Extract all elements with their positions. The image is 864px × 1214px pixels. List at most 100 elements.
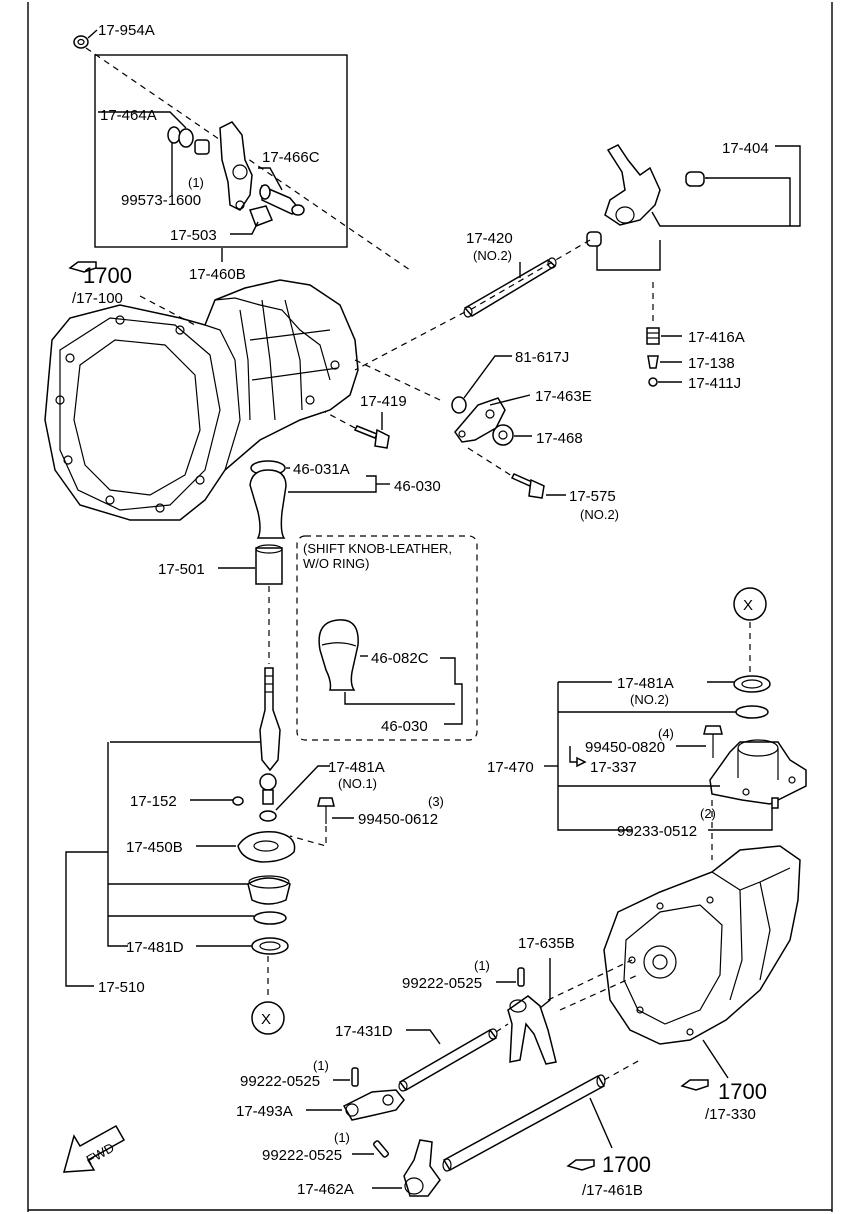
label-17-411J: 17-411J bbox=[688, 375, 741, 392]
leader-46-030-b2 bbox=[344, 692, 455, 705]
part-17-501[interactable] bbox=[255, 544, 283, 585]
part-17-481A-no2[interactable] bbox=[733, 675, 771, 693]
label-99222-c-qty: (1) bbox=[334, 1130, 350, 1145]
leader-46-030-a bbox=[288, 475, 377, 493]
part-17-635B[interactable] bbox=[507, 995, 557, 1065]
part-transmission-case-17-100[interactable] bbox=[44, 279, 359, 521]
label-99222-b: 99222-0525 bbox=[240, 1073, 320, 1090]
leader-17-463E bbox=[489, 394, 531, 406]
label-17-416A: 17-416A bbox=[688, 329, 745, 346]
part-extension-housing-17-330[interactable] bbox=[603, 845, 801, 1045]
label-17-460B: 17-460B bbox=[189, 266, 246, 283]
arrow-17-337-icon bbox=[576, 756, 587, 768]
label-17-481A-mid-no: (NO.1) bbox=[338, 776, 377, 791]
part-17-481D[interactable] bbox=[251, 937, 289, 955]
part-17-419[interactable] bbox=[353, 425, 390, 449]
ref-17-461B: /17-461B bbox=[582, 1182, 643, 1199]
label-17-501: 17-501 bbox=[158, 561, 205, 578]
part-99450-0820[interactable] bbox=[703, 725, 723, 758]
part-17-466C[interactable] bbox=[259, 184, 305, 216]
label-17-464A: 17-464A bbox=[100, 107, 157, 124]
part-17-450B[interactable] bbox=[237, 831, 296, 863]
label-17-420: 17-420 bbox=[466, 230, 513, 247]
ref-17-330: /17-330 bbox=[705, 1106, 756, 1123]
label-99450-0612-qty: (3) bbox=[428, 794, 444, 809]
label-17-954A: 17-954A bbox=[98, 22, 155, 39]
leader-17-431D bbox=[406, 1029, 441, 1045]
label-17-138: 17-138 bbox=[688, 355, 735, 372]
leader-46-030-b bbox=[440, 657, 463, 725]
part-17-954A[interactable] bbox=[73, 35, 89, 49]
part-17-461B[interactable] bbox=[442, 1074, 606, 1172]
label-17-463E: 17-463E bbox=[535, 388, 592, 405]
part-46-082C[interactable] bbox=[318, 619, 359, 691]
label-17-468: 17-468 bbox=[536, 430, 583, 447]
dash-17-954A-to-case bbox=[85, 47, 411, 271]
part-17-416A[interactable] bbox=[646, 327, 660, 345]
part-o-ring-top[interactable] bbox=[735, 705, 769, 719]
part-17-503[interactable] bbox=[249, 205, 273, 227]
label-99450-0820-qty: (4) bbox=[658, 726, 674, 741]
label-17-420-no: (NO.2) bbox=[473, 248, 512, 263]
part-17-463E[interactable] bbox=[454, 397, 506, 443]
label-99450-0612: 99450-0612 bbox=[358, 811, 438, 828]
label-17-575: 17-575 bbox=[569, 488, 616, 505]
label-46-031A: 46-031A bbox=[293, 461, 350, 478]
part-17-152[interactable] bbox=[232, 796, 244, 806]
part-17-575[interactable] bbox=[510, 473, 545, 499]
ref-1700-b: 1700 bbox=[718, 1079, 767, 1104]
dash-17-419 bbox=[324, 411, 356, 429]
part-17-464A[interactable] bbox=[167, 126, 210, 155]
part-17-470-housing[interactable] bbox=[709, 739, 807, 809]
leader-17-503 bbox=[230, 221, 259, 235]
label-99450-0820: 99450-0820 bbox=[585, 739, 665, 756]
part-17-468[interactable] bbox=[492, 424, 514, 446]
label-17-503: 17-503 bbox=[170, 227, 217, 244]
assembly-box-17-460B bbox=[94, 54, 348, 248]
leader-17-481A-mid bbox=[275, 765, 330, 811]
label-17-152: 17-152 bbox=[130, 793, 177, 810]
part-17-411J[interactable] bbox=[648, 377, 658, 387]
part-99222-0525-b[interactable] bbox=[351, 1067, 359, 1087]
label-81-617J: 81-617J bbox=[515, 349, 569, 366]
part-shift-arm[interactable] bbox=[219, 121, 253, 211]
part-ring[interactable] bbox=[253, 911, 287, 925]
label-99222-b-qty: (1) bbox=[313, 1058, 329, 1073]
part-17-493A[interactable] bbox=[342, 1089, 405, 1121]
part-46-030[interactable] bbox=[249, 469, 287, 539]
label-99222-c: 99222-0525 bbox=[262, 1147, 342, 1164]
ref-arrow-icon-b bbox=[680, 1079, 709, 1091]
label-17-419: 17-419 bbox=[360, 393, 407, 410]
part-shift-lever[interactable] bbox=[259, 667, 281, 805]
part-17-404-bush[interactable] bbox=[586, 231, 602, 247]
label-99233-0512: 99233-0512 bbox=[617, 823, 697, 840]
ref-1700-c: 1700 bbox=[602, 1152, 651, 1177]
part-17-431D[interactable] bbox=[398, 1028, 498, 1092]
x-marker-top bbox=[733, 587, 767, 621]
part-81-617J[interactable] bbox=[451, 396, 467, 414]
knob-note-1: (SHIFT KNOB-LEATHER, bbox=[303, 541, 452, 556]
label-17-575-no: (NO.2) bbox=[580, 507, 619, 522]
label-17-450B: 17-450B bbox=[126, 839, 183, 856]
part-17-420[interactable] bbox=[463, 257, 557, 318]
label-17-337: 17-337 bbox=[590, 759, 637, 776]
dash-99450-0612 bbox=[289, 826, 327, 847]
bracket-17-510 bbox=[107, 742, 128, 947]
label-17-462A: 17-462A bbox=[297, 1181, 354, 1198]
leader-17-466C bbox=[258, 167, 283, 191]
label-99222-a: 99222-0525 bbox=[402, 975, 482, 992]
part-17-138[interactable] bbox=[647, 355, 659, 369]
label-46-030-b: 46-030 bbox=[381, 718, 428, 735]
part-17-462A[interactable] bbox=[403, 1139, 441, 1197]
label-99222-a-qty: (1) bbox=[474, 958, 490, 973]
leader-17-954A bbox=[87, 29, 98, 39]
label-99573-qty: (1) bbox=[188, 175, 204, 190]
part-17-481A-no1[interactable] bbox=[259, 810, 277, 822]
part-99222-0525-a[interactable] bbox=[517, 967, 525, 987]
part-99450-0612[interactable] bbox=[317, 797, 335, 824]
label-17-470: 17-470 bbox=[487, 759, 534, 776]
part-shift-boot[interactable] bbox=[247, 875, 291, 905]
ref-1700-a: 1700 bbox=[83, 263, 132, 288]
part-99222-0525-c[interactable] bbox=[372, 1140, 390, 1158]
part-17-404[interactable] bbox=[604, 144, 705, 226]
